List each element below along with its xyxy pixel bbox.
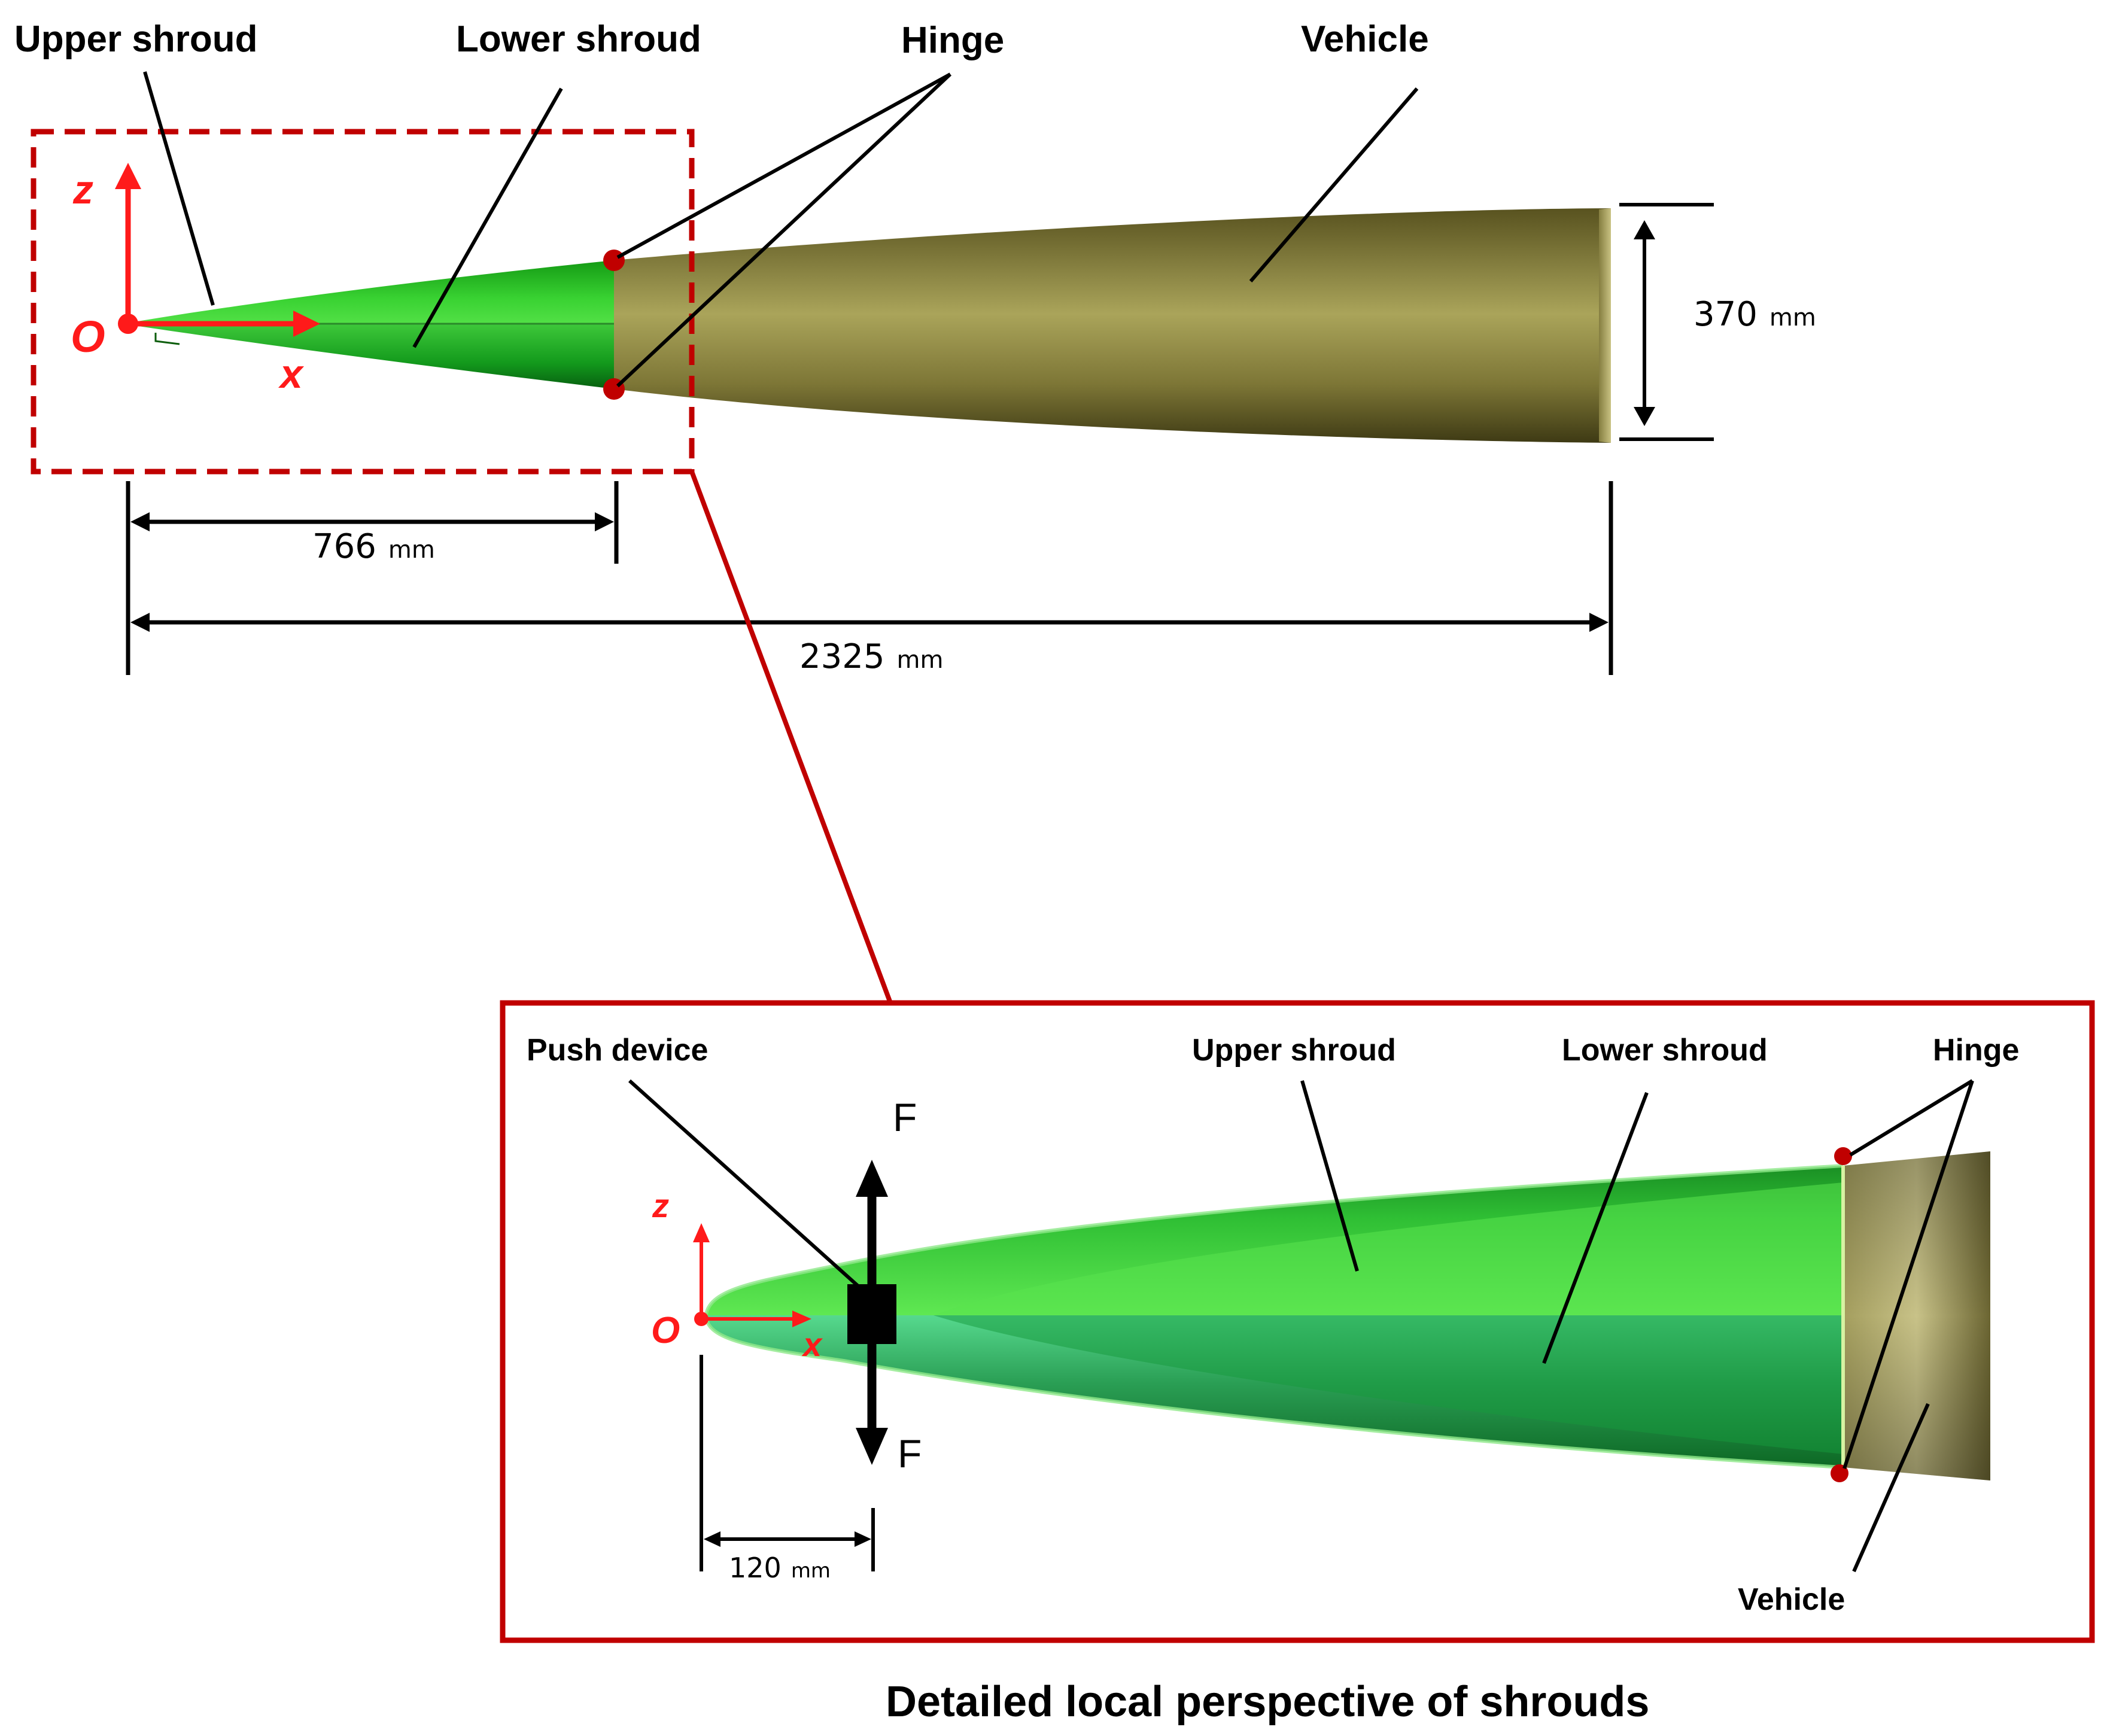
dimension-shroud-length-arrow-right [595, 512, 614, 531]
label-vehicle-detail: Vehicle [1738, 1582, 1845, 1617]
figure-caption: Detailed local perspective of shrouds [886, 1678, 1649, 1726]
dimension-total-length-arrow-right [1589, 613, 1609, 632]
axis-label-z-top: z [72, 167, 93, 212]
dimension-push-offset-arrow-left [704, 1531, 720, 1547]
label-vehicle-top: Vehicle [1301, 19, 1429, 60]
push-device [847, 1284, 896, 1344]
origin-label-top: O [71, 312, 105, 361]
label-upper-shroud-detail: Upper shroud [1192, 1033, 1396, 1068]
force-arrow-up [856, 1160, 888, 1197]
zoom-connector-line [689, 470, 893, 1004]
nose-step [154, 333, 180, 345]
detail-hinge-lower [1831, 1464, 1848, 1482]
zoom-region-box [31, 129, 695, 475]
label-lower-shroud-detail: Lower shroud [1562, 1033, 1768, 1068]
dimension-diameter-arrow-down [1634, 407, 1655, 426]
upper-shroud [123, 260, 614, 324]
vehicle-body [614, 208, 1611, 443]
detail-upper-shroud [706, 1166, 1843, 1315]
detail-vehicle-segment [1843, 1151, 1990, 1480]
dimension-total-length [144, 481, 1613, 675]
axes-top [115, 163, 320, 337]
detail-shroud-outline [704, 1164, 1844, 1469]
detail-hinge-upper [1834, 1147, 1852, 1165]
callout-lines-detail [628, 1079, 1974, 1573]
label-lower-shroud-top: Lower shroud [456, 19, 701, 60]
axis-label-x-detail: x [801, 1325, 823, 1363]
label-upper-shroud-top: Upper shroud [14, 19, 257, 60]
dimension-push-offset-arrow-right [855, 1531, 871, 1547]
dimension-shroud-length [126, 481, 619, 675]
force-arrow-down [856, 1428, 888, 1465]
force-label-down: F [898, 1431, 922, 1476]
callout-lines-top [143, 71, 1419, 388]
label-hinge-top: Hinge [901, 20, 1004, 61]
lower-shroud [123, 324, 614, 389]
axes-detail [693, 1223, 811, 1327]
dimension-total-length-arrow-left [130, 613, 150, 632]
label-push-device: Push device [527, 1033, 708, 1068]
origin-label-detail: O [651, 1310, 680, 1351]
force-label-up: F [893, 1095, 917, 1139]
detail-lower-shroud [706, 1315, 1843, 1467]
dimension-diameter [1619, 203, 1714, 441]
dimension-push-offset [700, 1355, 875, 1571]
dimension-diameter-arrow-up [1634, 220, 1655, 239]
label-hinge-detail: Hinge [1933, 1033, 2019, 1068]
dimension-shroud-length-arrow-left [130, 512, 150, 531]
axis-label-x-top: x [278, 351, 305, 397]
hinge-point-upper [603, 250, 625, 271]
axis-label-z-detail: z [652, 1187, 669, 1224]
